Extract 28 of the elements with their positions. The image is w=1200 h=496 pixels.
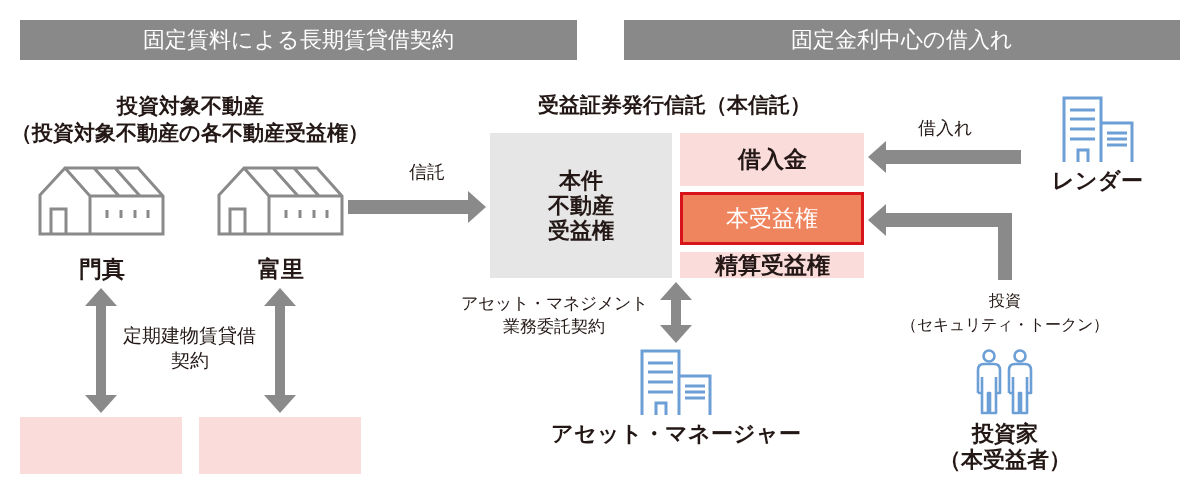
component-box: 精算受益権: [680, 252, 864, 278]
double-arrow: [660, 282, 692, 343]
asset-box: 本件不動産受益権: [490, 133, 672, 278]
highlighted-box: 本受益権: [680, 192, 864, 245]
contract-note: 定期建物賃貸借契約: [122, 323, 258, 373]
party-name: （本受益者）: [939, 447, 1071, 473]
double-arrow: [264, 288, 296, 413]
section-banner: 固定金利中心の借入れ: [624, 20, 1180, 60]
place-name: 富里: [257, 255, 304, 283]
tenant-box: [199, 417, 361, 474]
tenant-box: [20, 417, 182, 474]
arrow: [868, 141, 1021, 173]
double-arrow: [85, 288, 117, 413]
party-name: 投資家: [972, 421, 1038, 447]
component-box: 借入金: [680, 133, 864, 186]
edge-label: 投資（セキュリティ・トークン）: [900, 290, 1110, 336]
trust-heading: 受益証券発行信託（本信託）: [537, 92, 811, 119]
group-subheading: （投資対象不動産の各不動産受益権）: [11, 120, 369, 147]
arrow: [348, 191, 486, 223]
edge-label: 借入れ: [918, 116, 972, 140]
section-banner: 固定賃料による長期賃貸借契約: [20, 20, 577, 60]
arrow: [868, 204, 1012, 280]
party-name: アセット・マネージャー: [551, 421, 801, 447]
party-name: レンダー: [1052, 168, 1143, 194]
edge-label: アセット・マネジメント業務委託契約: [459, 292, 649, 338]
group-heading: 投資対象不動産: [116, 93, 264, 120]
edge-label: 信託: [409, 160, 445, 184]
place-name: 門真: [78, 255, 125, 283]
